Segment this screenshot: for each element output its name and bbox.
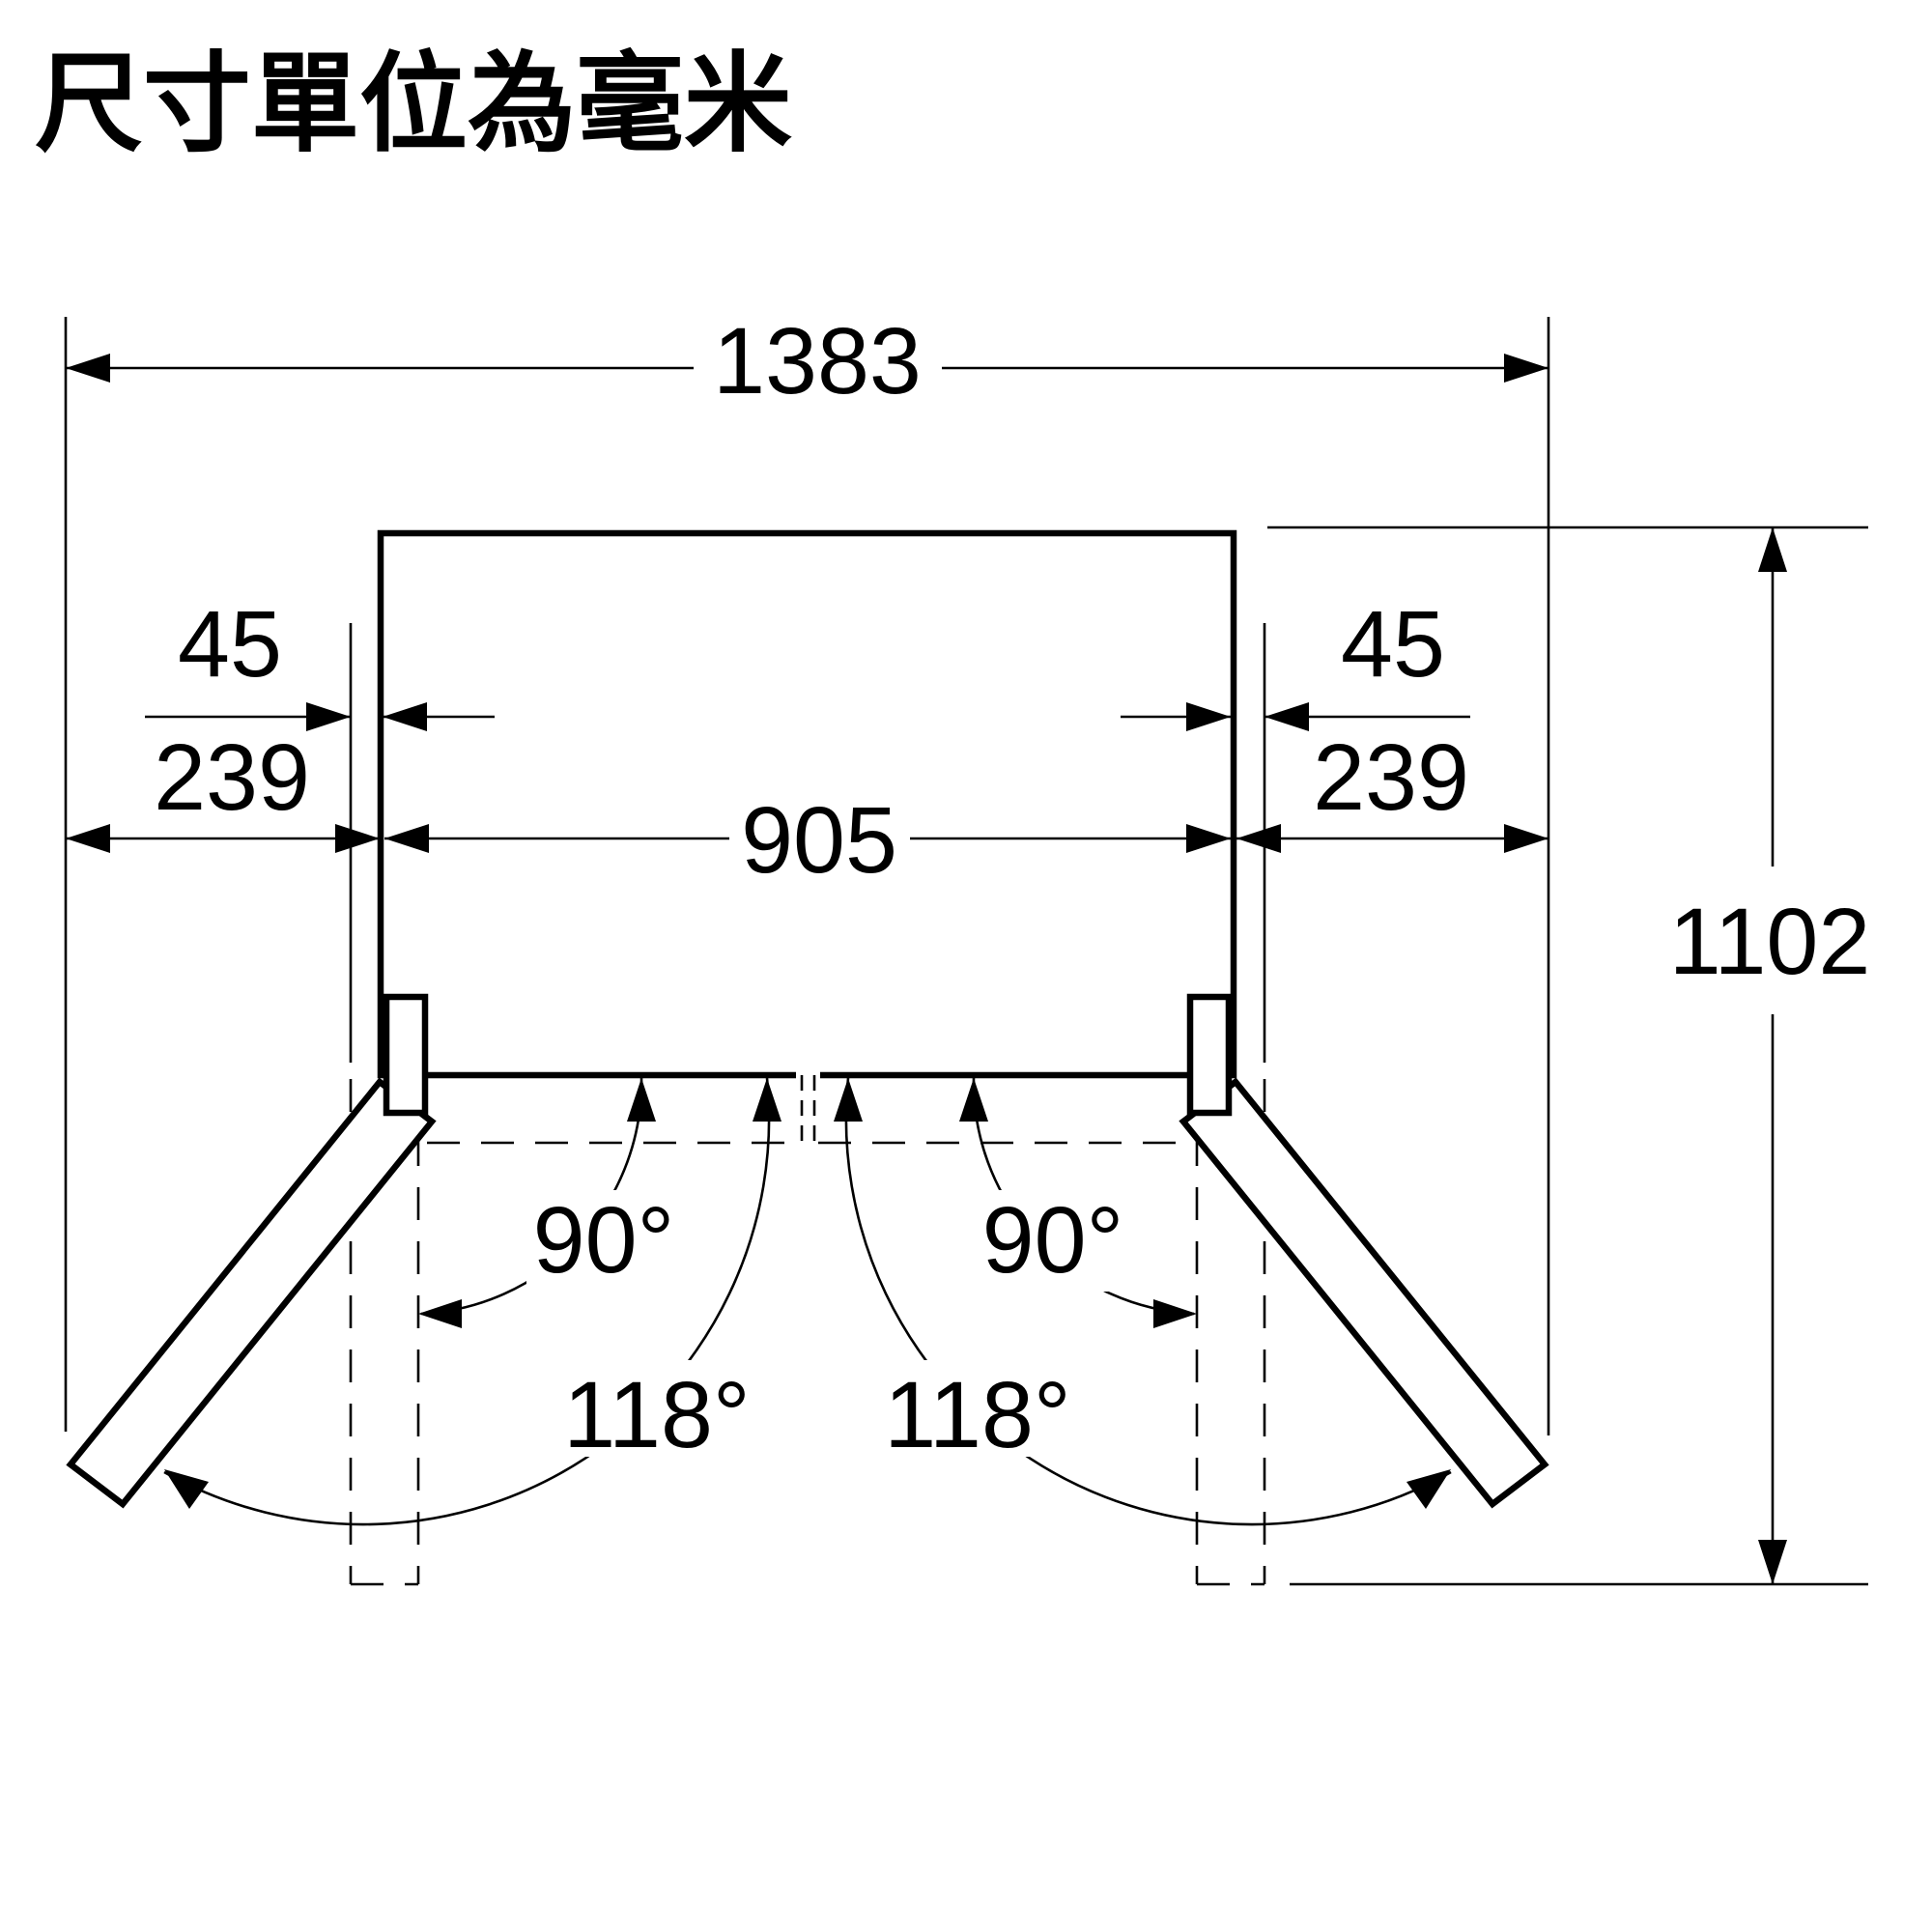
dim-overall-width-label: 1383 bbox=[713, 308, 922, 413]
arrowhead-left bbox=[383, 702, 427, 731]
dim-905-label: 905 bbox=[741, 787, 897, 893]
arrowhead-right bbox=[306, 702, 351, 731]
arc-118-right-end-arrow bbox=[1406, 1469, 1451, 1509]
arrowhead-down bbox=[1758, 1540, 1787, 1584]
arrowhead-right bbox=[1186, 824, 1231, 853]
arrowhead-right bbox=[1186, 702, 1231, 731]
dim-overall-width: 1383 bbox=[66, 308, 1548, 413]
fridge-body bbox=[377, 529, 1237, 1143]
dim-side-clearance-left: 239 bbox=[66, 724, 380, 853]
bg-118-right bbox=[879, 1360, 1076, 1457]
arc-90-right-end-arrow bbox=[1153, 1299, 1197, 1328]
dim-239-left-label: 239 bbox=[154, 724, 310, 830]
arrowhead-right bbox=[335, 824, 380, 853]
angle-90-right-label: 90° bbox=[982, 1187, 1124, 1293]
angle-labels: 90° 90° 118° 118° bbox=[533, 1187, 1124, 1467]
arrowhead-left bbox=[66, 824, 110, 853]
angle-118-left-label: 118° bbox=[563, 1362, 750, 1467]
label-backgrounds bbox=[526, 1190, 1130, 1457]
arrowhead-up bbox=[1758, 527, 1787, 572]
arc-118-right bbox=[844, 1077, 1452, 1526]
bg-90-left bbox=[526, 1190, 681, 1292]
dim-side-clearance-right: 239 bbox=[1236, 724, 1548, 853]
dim-door-protrusion-right: 45 bbox=[1121, 591, 1470, 731]
arrowhead-left bbox=[66, 354, 110, 383]
dim-body-width: 905 bbox=[384, 787, 1231, 893]
right-hinge bbox=[1186, 993, 1233, 1117]
door-swing-dashed-outlines bbox=[349, 1079, 1266, 1586]
front-center-gap bbox=[796, 1066, 820, 1085]
left-hinge bbox=[383, 993, 429, 1117]
page-title: 尺寸單位為毫米 bbox=[35, 43, 792, 164]
arc-90-left-up-arrow bbox=[627, 1078, 656, 1122]
arrowhead-left bbox=[1264, 702, 1309, 731]
dim-1102-label: 1102 bbox=[1669, 889, 1871, 994]
arc-90-right-up-arrow bbox=[959, 1078, 988, 1122]
arc-90-left-end-arrow bbox=[418, 1299, 462, 1328]
dim-depth-doors-open: 1102 bbox=[1669, 527, 1871, 1584]
arrowhead-right bbox=[1504, 354, 1548, 383]
dim-door-protrusion-left: 45 bbox=[145, 591, 495, 731]
dim-45-right-label: 45 bbox=[1341, 591, 1445, 696]
left-door-open bbox=[66, 1077, 437, 1509]
arc-118-right-up-arrow bbox=[834, 1078, 863, 1122]
doors-open bbox=[66, 993, 1549, 1509]
arc-118-left-up-arrow bbox=[753, 1078, 781, 1122]
angle-118-right-label: 118° bbox=[884, 1362, 1070, 1467]
dim-45-left-label: 45 bbox=[178, 591, 282, 696]
arrowhead-left bbox=[384, 824, 429, 853]
dim-239-right-label: 239 bbox=[1313, 724, 1469, 830]
arrowhead-left bbox=[1236, 824, 1281, 853]
arc-118-left bbox=[163, 1077, 771, 1526]
arc-118-left-end-arrow bbox=[164, 1469, 209, 1509]
right-door-open bbox=[1179, 1077, 1549, 1509]
bg-118-left bbox=[558, 1360, 755, 1457]
arrowhead-right bbox=[1504, 824, 1548, 853]
bg-90-right bbox=[976, 1190, 1130, 1292]
angle-90-left-label: 90° bbox=[533, 1187, 675, 1293]
